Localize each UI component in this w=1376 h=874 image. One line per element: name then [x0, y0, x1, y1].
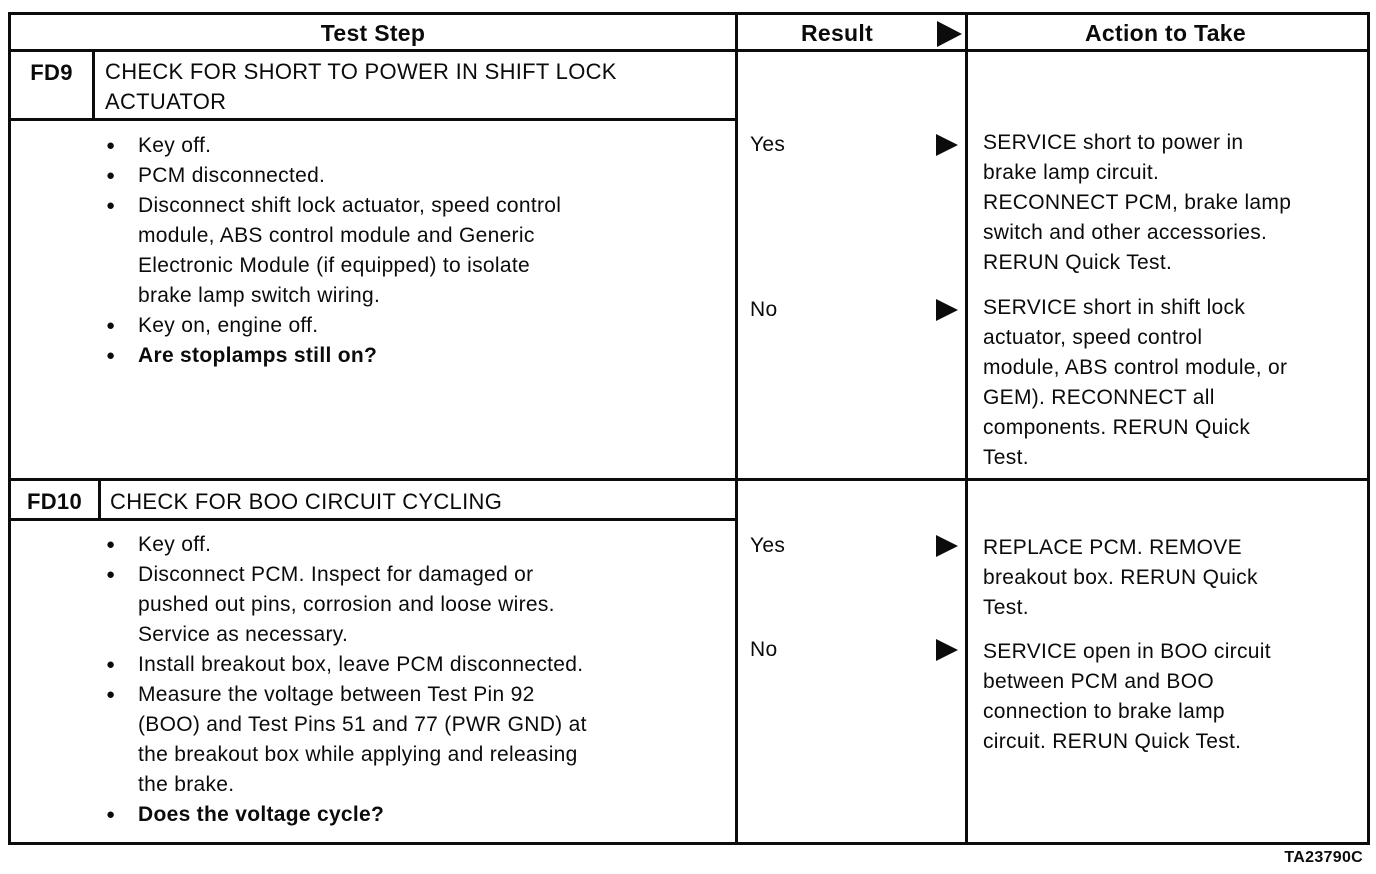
result-arrow-icon — [936, 639, 958, 661]
step-instruction: Key off. — [138, 533, 212, 556]
list-item: ● Does the voltage cycle? — [100, 800, 732, 830]
fd10-action-no: SERVICE open in BOO circuit between PCM … — [983, 640, 1271, 753]
fd9-action-no: SERVICE short in shift lock actuator, sp… — [983, 296, 1288, 469]
bullet-icon: ● — [106, 167, 116, 184]
step-instruction: Disconnect PCM. Inspect for damaged or p… — [138, 563, 555, 646]
section-divider-fd9-fd10 — [11, 478, 1367, 481]
step-instruction: Measure the voltage between Test Pin 92 … — [138, 683, 587, 796]
bullet-icon: ● — [106, 347, 116, 364]
fd10-procedure-list: ● Key off. ● Disconnect PCM. Inspect for… — [100, 530, 732, 830]
diagnostic-test-table: Test Step Result Action to Take FD9 CHEC… — [8, 12, 1370, 845]
list-item: ● Key on, engine off. — [100, 311, 732, 341]
fd9-id-cell-divider — [92, 52, 95, 121]
fd9-title-row-divider — [11, 118, 738, 121]
fd10-title: CHECK FOR BOO CIRCUIT CYCLING — [110, 489, 503, 514]
step-instruction: Key off. — [138, 134, 212, 157]
bullet-icon: ● — [106, 566, 116, 583]
list-item: ● Key off. — [100, 530, 732, 560]
bullet-icon: ● — [106, 317, 116, 334]
fd10-title-row-divider — [11, 518, 738, 521]
step-question: Are stoplamps still on? — [138, 344, 378, 367]
list-item: ● Key off. — [100, 131, 732, 161]
fd9-title: CHECK FOR SHORT TO POWER IN SHIFT LOCK A… — [105, 59, 617, 114]
fd10-action-yes: REPLACE PCM. REMOVE breakout box. RERUN … — [983, 536, 1258, 619]
list-item: ● PCM disconnected. — [100, 161, 732, 191]
list-item: ● Disconnect PCM. Inspect for damaged or… — [100, 560, 732, 650]
step-instruction: Key on, engine off. — [138, 314, 319, 337]
fd9-action-yes: SERVICE short to power in brake lamp cir… — [983, 131, 1292, 274]
column-header-result: Result — [800, 20, 874, 46]
header-row-divider — [11, 49, 1367, 52]
fd9-result-no: No — [750, 298, 778, 321]
list-item: ● Disconnect shift lock actuator, speed … — [100, 191, 732, 311]
fd10-result-no: No — [750, 638, 778, 661]
bullet-icon: ● — [106, 806, 116, 823]
test-step-id-fd9: FD9 — [30, 60, 73, 85]
result-arrow-icon — [936, 299, 958, 321]
bullet-icon: ● — [106, 656, 116, 673]
step-question: Does the voltage cycle? — [138, 803, 385, 826]
fd9-result-yes: Yes — [750, 133, 786, 156]
figure-reference-code: TA23790C — [1284, 849, 1363, 866]
column-divider-test-step-result — [735, 15, 738, 842]
fd9-procedure-list: ● Key off. ● PCM disconnected. ● Disconn… — [100, 131, 732, 371]
list-item: ● Install breakout box, leave PCM discon… — [100, 650, 732, 680]
result-arrow-icon — [936, 134, 958, 156]
bullet-icon: ● — [106, 686, 116, 703]
step-instruction: Disconnect shift lock actuator, speed co… — [138, 194, 562, 307]
result-arrow-icon — [937, 21, 962, 47]
test-step-id-fd10: FD10 — [27, 489, 82, 514]
result-arrow-icon — [936, 535, 958, 557]
list-item: ● Are stoplamps still on? — [100, 341, 732, 371]
fd10-id-cell-divider — [98, 478, 101, 521]
column-divider-result-action — [965, 15, 968, 842]
step-instruction: Install breakout box, leave PCM disconne… — [138, 653, 584, 676]
column-header-test-step: Test Step — [320, 20, 426, 46]
list-item: ● Measure the voltage between Test Pin 9… — [100, 680, 732, 800]
bullet-icon: ● — [106, 137, 116, 154]
bullet-icon: ● — [106, 536, 116, 553]
fd10-result-yes: Yes — [750, 534, 786, 557]
step-instruction: PCM disconnected. — [138, 164, 326, 187]
bullet-icon: ● — [106, 197, 116, 214]
column-header-action-to-take: Action to Take — [1085, 20, 1246, 46]
